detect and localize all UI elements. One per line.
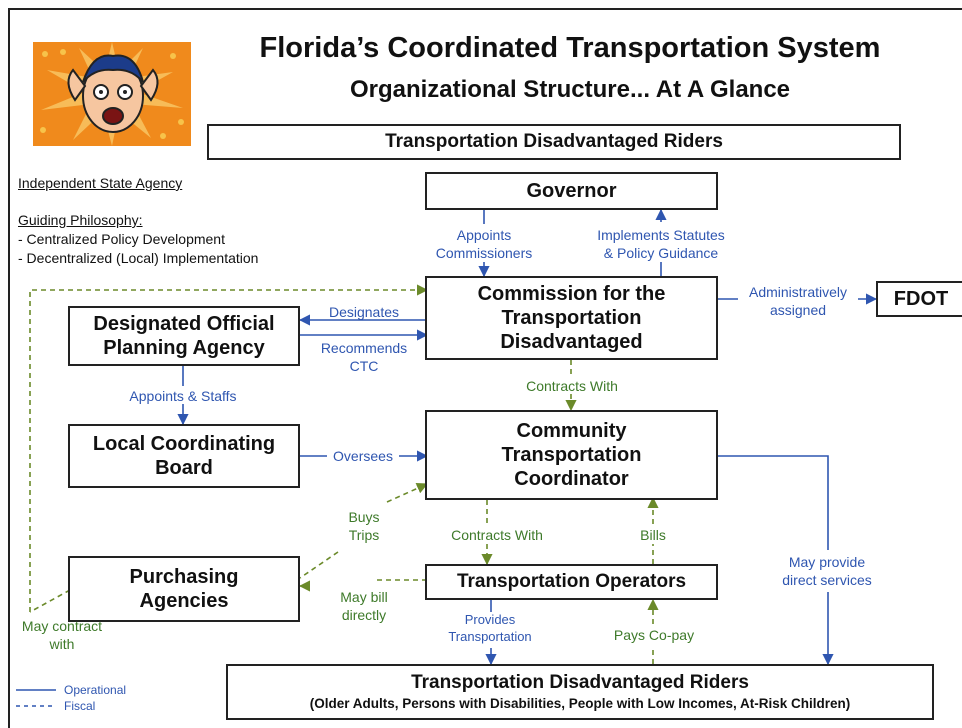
dopa-label: Designated Official: [93, 313, 275, 335]
philosophy-item: - Centralized Policy Development: [18, 231, 225, 247]
label-designates: Designates: [328, 304, 400, 320]
lcb-label: Local Coordinating: [92, 433, 276, 455]
label-contracts-with-2: Contracts With: [451, 527, 543, 543]
label-appoints-staffs: Appoints & Staffs: [129, 388, 237, 404]
label-oversees: Oversees: [333, 448, 393, 464]
top-riders-banner-label: Transportation Disadvantaged Riders: [385, 130, 723, 152]
stressed-man-illustration: [33, 42, 191, 146]
riders-box: Transportation Disadvantaged Riders (Old…: [226, 664, 934, 720]
dopa-box: Designated Official Planning Agency: [68, 306, 300, 366]
label-pays-copay: Pays Co-pay: [613, 627, 695, 643]
label-implements-statutes: Implements Statutes& Policy Guidance: [597, 227, 725, 262]
purchasing-box: Purchasing Agencies: [68, 556, 300, 622]
legend-operational: Operational: [64, 683, 127, 697]
commission-box: Commission for the Transportation Disadv…: [425, 276, 718, 360]
label-contracts-with-1: Contracts With: [526, 378, 618, 394]
purchasing-label: Agencies: [139, 590, 229, 612]
legend-fiscal: Fiscal: [64, 699, 96, 713]
page-subtitle: Organizational Structure... At A Glance: [349, 76, 791, 103]
purchasing-label: Purchasing: [129, 566, 239, 588]
operators-box: Transportation Operators: [425, 564, 718, 600]
commission-label: Commission for the: [477, 283, 666, 305]
ctc-label: Community: [516, 420, 627, 442]
ctc-box: Community Transportation Coordinator: [425, 410, 718, 500]
fdot-label: FDOT: [893, 288, 949, 310]
riders-title: Transportation Disadvantaged Riders: [411, 671, 749, 693]
edge-may-contract: [29, 284, 429, 612]
dopa-label: Planning Agency: [103, 337, 265, 359]
governor-box: Governor: [425, 172, 718, 210]
page-frame: [8, 8, 962, 728]
ctc-label: Transportation: [501, 444, 642, 466]
top-riders-banner: Transportation Disadvantaged Riders: [207, 124, 901, 160]
lcb-label: Board: [155, 457, 213, 479]
ctc-label: Coordinator: [514, 468, 629, 490]
agency-type-label: Independent State Agency: [18, 175, 183, 191]
edge-may-provide: [718, 455, 829, 550]
commission-label: Transportation: [501, 307, 642, 329]
lcb-box: Local Coordinating Board: [68, 424, 300, 488]
edge-buys-trips: [386, 483, 429, 503]
philosophy-item: - Decentralized (Local) Implementation: [18, 250, 259, 266]
label-bills: Bills: [640, 527, 666, 543]
commission-label: Disadvantaged: [500, 331, 643, 353]
philosophy-heading: Guiding Philosophy:: [18, 212, 143, 228]
governor-label: Governor: [526, 180, 617, 202]
page-title: Florida’s Coordinated Transportation Sys…: [259, 32, 881, 64]
operators-label: Transportation Operators: [456, 570, 687, 592]
fdot-box: FDOT: [876, 281, 962, 317]
riders-subtitle: (Older Adults, Persons with Disabilities…: [309, 696, 851, 712]
